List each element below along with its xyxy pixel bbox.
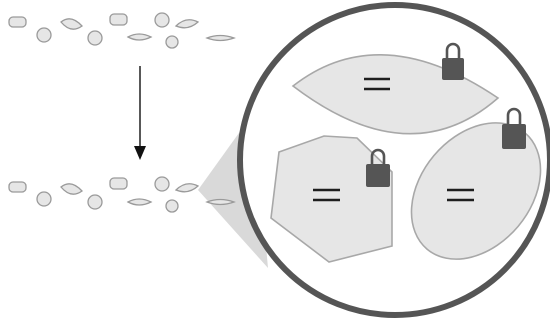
small-leaf (60, 183, 83, 195)
small-circle (154, 176, 170, 192)
arrow-down-icon (134, 66, 146, 160)
lock-icon (502, 107, 526, 149)
equals-sign-icon (313, 188, 340, 202)
small-leaf (60, 18, 83, 30)
small-lens (205, 34, 236, 42)
small-lens (205, 198, 236, 206)
small-lens (126, 33, 153, 41)
small-lens (126, 198, 153, 206)
small-rounded-rect (109, 13, 128, 26)
lock-icon (442, 42, 464, 80)
small-circle (154, 12, 170, 28)
equals-sign-icon (364, 77, 390, 91)
big-hexagon-group (270, 135, 393, 263)
small-rounded-rect (109, 177, 128, 190)
small-circle (165, 35, 179, 49)
small-circle (165, 199, 179, 213)
big-ellipse-group (410, 107, 542, 260)
small-circle (36, 191, 52, 207)
small-leaf (174, 19, 200, 29)
small-leaf (174, 183, 200, 193)
big-leaf-group (291, 42, 500, 135)
top-shape-row (8, 12, 236, 49)
small-circle (87, 194, 103, 210)
equals-sign-icon (447, 188, 474, 202)
lock-icon (366, 148, 390, 187)
small-rounded-rect (8, 181, 27, 193)
bottom-shape-row (8, 176, 236, 213)
small-circle (36, 27, 52, 43)
small-circle (87, 30, 103, 46)
small-rounded-rect (8, 16, 27, 28)
